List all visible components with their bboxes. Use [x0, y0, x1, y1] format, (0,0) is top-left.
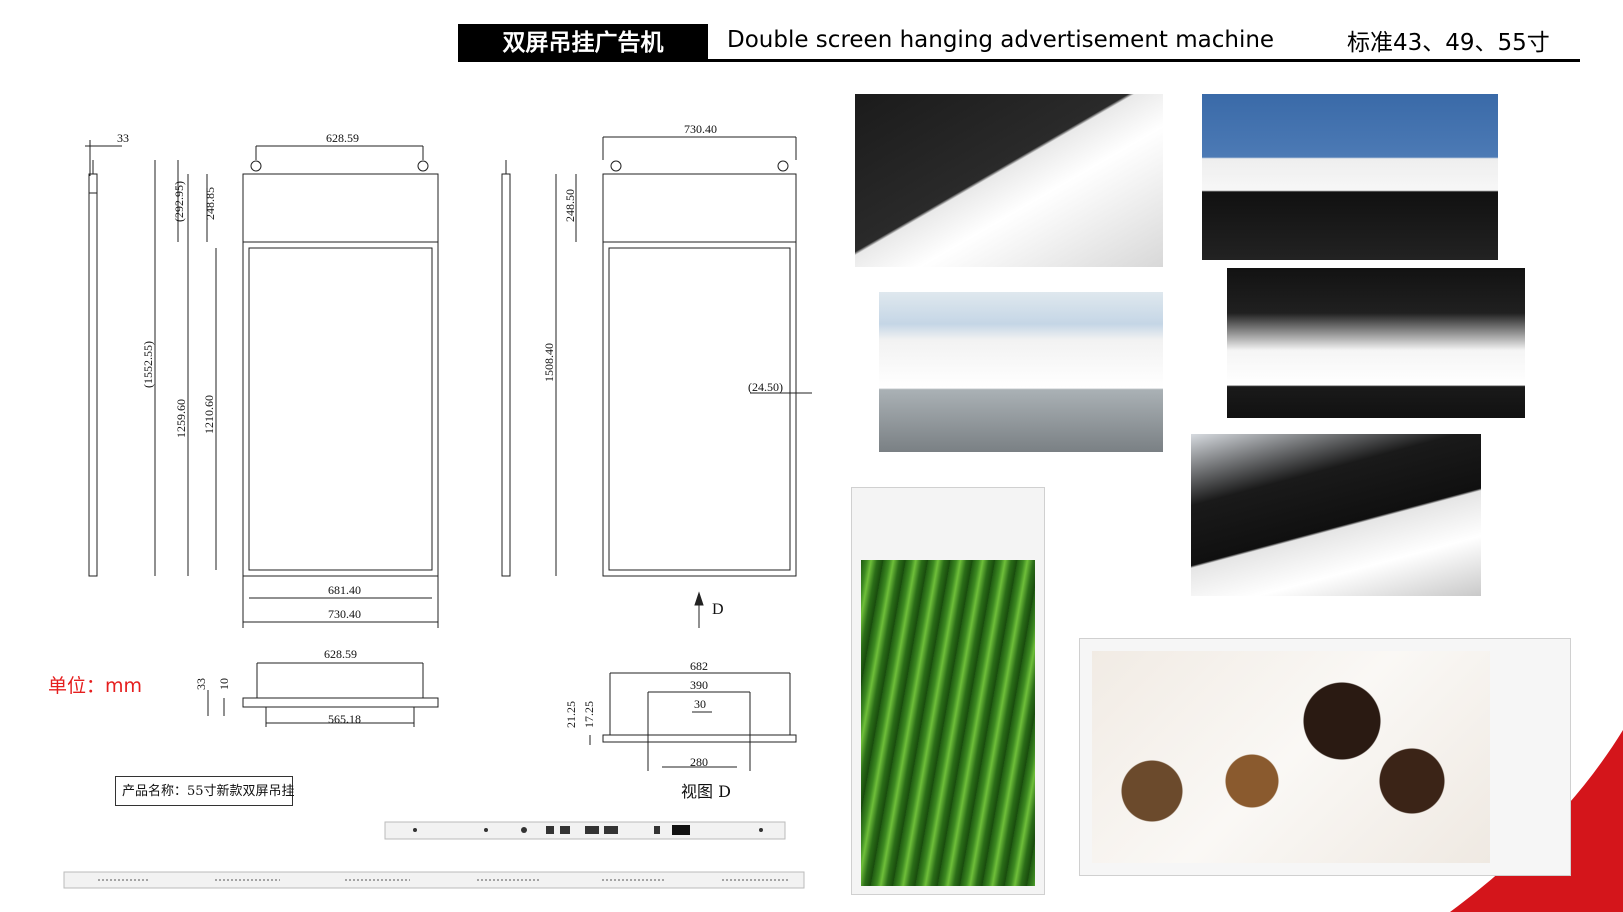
dim-front-header-height: 248.85 — [203, 187, 217, 220]
dim-bottom-span-2: 30 — [694, 697, 706, 711]
corner-swoosh — [1450, 730, 1623, 912]
unit-label: 单位：mm — [48, 675, 143, 697]
side-profile-left — [85, 140, 122, 577]
vent-panel-strip — [63, 871, 805, 889]
side-profile-middle — [501, 160, 511, 577]
dim-bottom-width: 682 — [690, 659, 708, 673]
dim-front-hook-span: 628.59 — [326, 131, 359, 145]
dim-bottom-h1: 21.25 — [564, 701, 578, 728]
header-rule — [458, 59, 1580, 62]
dim-front-total-width: 730.40 — [328, 607, 361, 621]
photo-bottom-ports — [1227, 268, 1525, 418]
dim-back-side-offset: (24.50) — [748, 380, 783, 394]
vertical-display-mockup — [851, 487, 1045, 895]
dim-back-header-height: 248.50 — [563, 189, 577, 222]
top-view — [207, 662, 439, 727]
dim-front-screen-width: 681.40 — [328, 583, 361, 597]
view-arrow-label: D — [712, 601, 724, 618]
front-view-frame — [154, 145, 439, 628]
dim-bottom-span-3: 280 — [690, 755, 708, 769]
view-arrow — [694, 591, 704, 628]
product-name-box: 产品名称：55寸新款双屏吊挂 — [115, 776, 295, 806]
dim-back-total-height: 1508.40 — [542, 343, 556, 382]
title-english: Double screen hanging advertisement mach… — [727, 27, 1275, 53]
dim-bottom-h2: 17.25 — [582, 701, 596, 728]
dim-bottom-span-1: 390 — [690, 678, 708, 692]
horizontal-display-screen — [1092, 651, 1490, 863]
size-options: 标准43、49、55寸 — [1347, 30, 1550, 56]
photo-corner-closeup — [855, 94, 1163, 267]
dim-top-thickness: 10 — [217, 678, 231, 690]
bottom-view-d — [589, 672, 797, 771]
photo-bezel-closeup — [1191, 434, 1481, 596]
photo-vent-panel — [879, 292, 1163, 452]
dim-side-depth: 33 — [117, 131, 129, 145]
dim-back-top-width: 730.40 — [684, 122, 717, 136]
horizontal-display-mockup — [1079, 638, 1571, 876]
title-chinese: 双屏吊挂广告机 — [458, 24, 708, 62]
dim-top-inner-span: 565.18 — [328, 712, 361, 726]
back-view-frame — [555, 136, 812, 577]
dim-front-total-height: (1552.55) — [141, 341, 155, 388]
dim-front-body-height: 1259.60 — [174, 399, 188, 438]
dim-top-depth: 33 — [194, 678, 208, 690]
photo-top-io-panel — [1202, 94, 1498, 260]
vertical-display-screen — [861, 560, 1035, 886]
dim-top-hook-span: 628.59 — [324, 647, 357, 661]
dim-front-top-offset: (292.95) — [172, 181, 186, 222]
dim-front-screen-height: 1210.60 — [202, 395, 216, 434]
bottom-view-label: 视图 D — [681, 782, 731, 801]
